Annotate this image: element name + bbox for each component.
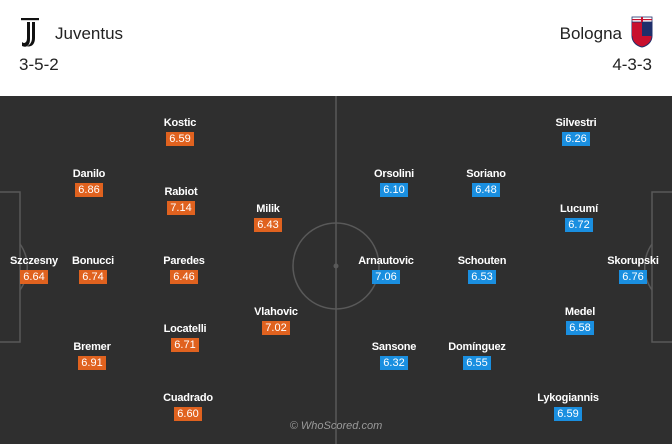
away-formation: 4-3-3	[612, 55, 652, 74]
player-name: Kostic	[163, 117, 197, 129]
away-player-arnautovic[interactable]: Arnautovic 7.06	[346, 255, 426, 285]
home-player-rabiot[interactable]: Rabiot 7.14	[141, 186, 221, 216]
away-player-sansone[interactable]: Sansone 6.32	[354, 341, 434, 371]
player-rating: 6.86	[75, 183, 103, 197]
player-name: Silvestri	[555, 117, 597, 129]
player-rating: 6.58	[566, 321, 594, 335]
away-player-medel[interactable]: Medel 6.58	[540, 306, 620, 336]
home-player-bremer[interactable]: Bremer 6.91	[52, 341, 132, 371]
player-name: Milik	[256, 203, 280, 215]
player-name: Cuadrado	[163, 392, 213, 404]
player-name: Skorupski	[607, 255, 659, 267]
home-player-bonucci[interactable]: Bonucci 6.74	[53, 255, 133, 285]
player-name: Vlahovic	[254, 306, 298, 318]
player-rating: 6.43	[254, 218, 282, 232]
player-name: Rabiot	[164, 186, 198, 198]
player-rating: 6.55	[463, 356, 491, 370]
player-rating: 6.26	[562, 132, 590, 146]
home-formation: 3-5-2	[19, 55, 59, 74]
match-header: Juventus 3-5-2 Bologna 4-3-3	[0, 0, 672, 96]
player-name: Sansone	[371, 341, 417, 353]
watermark: © WhoScored.com	[289, 420, 383, 432]
home-player-kostic[interactable]: Kostic 6.59	[140, 117, 220, 147]
player-name: Schouten	[457, 255, 507, 267]
away-player-lykogiannis[interactable]: Lykogiannis 6.59	[528, 392, 608, 422]
away-player-soriano[interactable]: Soriano 6.48	[446, 168, 526, 198]
player-rating: 6.71	[171, 338, 199, 352]
player-rating: 6.72	[565, 218, 593, 232]
player-rating: 6.59	[554, 407, 582, 421]
player-name: Bremer	[73, 341, 111, 353]
player-name: Paredes	[163, 255, 205, 267]
player-name: Orsolini	[374, 168, 414, 180]
player-rating: 6.53	[468, 270, 496, 284]
player-name: Szczesny	[10, 255, 58, 267]
player-name: Lucumí	[560, 203, 598, 215]
home-player-danilo[interactable]: Danilo 6.86	[49, 168, 129, 198]
player-rating: 6.48	[472, 183, 500, 197]
player-name: Danilo	[72, 168, 106, 180]
home-player-cuadrado[interactable]: Cuadrado 6.60	[148, 392, 228, 422]
away-player-silvestri[interactable]: Silvestri 6.26	[536, 117, 616, 147]
juventus-logo	[20, 18, 40, 48]
player-name: Medel	[564, 306, 596, 318]
player-name: Arnautovic	[358, 255, 414, 267]
player-rating: 6.64	[20, 270, 48, 284]
pitch: Szczesny 6.64 Danilo 6.86 Bonucci 6.74 B…	[0, 96, 672, 444]
away-team-name: Bologna	[559, 24, 622, 43]
home-player-milik[interactable]: Milik 6.43	[228, 203, 308, 233]
player-rating: 7.14	[167, 201, 195, 215]
player-name: Locatelli	[163, 323, 207, 335]
away-player-schouten[interactable]: Schouten 6.53	[442, 255, 522, 285]
bologna-logo	[630, 16, 654, 48]
away-player-orsolini[interactable]: Orsolini 6.10	[354, 168, 434, 198]
away-player-lucumi[interactable]: Lucumí 6.72	[539, 203, 619, 233]
home-team-name: Juventus	[55, 24, 124, 43]
away-player-dominguez[interactable]: Domínguez 6.55	[437, 341, 517, 371]
player-rating: 6.46	[170, 270, 198, 284]
home-player-paredes[interactable]: Paredes 6.46	[144, 255, 224, 285]
pitch-lines	[0, 96, 672, 444]
player-rating: 6.59	[166, 132, 194, 146]
player-rating: 6.74	[79, 270, 107, 284]
player-name: Domínguez	[448, 341, 506, 353]
player-rating: 6.10	[380, 183, 408, 197]
home-player-locatelli[interactable]: Locatelli 6.71	[145, 323, 225, 353]
player-rating: 6.60	[174, 407, 202, 421]
player-rating: 7.02	[262, 321, 290, 335]
player-rating: 6.32	[380, 356, 408, 370]
home-player-vlahovic[interactable]: Vlahovic 7.02	[236, 306, 316, 336]
home-player-szczesny[interactable]: Szczesny 6.64	[0, 255, 74, 285]
player-name: Lykogiannis	[537, 392, 599, 404]
player-rating: 6.91	[78, 356, 106, 370]
player-rating: 7.06	[372, 270, 400, 284]
player-name: Soriano	[466, 168, 506, 180]
away-player-skorupski[interactable]: Skorupski 6.76	[593, 255, 672, 285]
player-name: Bonucci	[72, 255, 114, 267]
player-rating: 6.76	[619, 270, 647, 284]
